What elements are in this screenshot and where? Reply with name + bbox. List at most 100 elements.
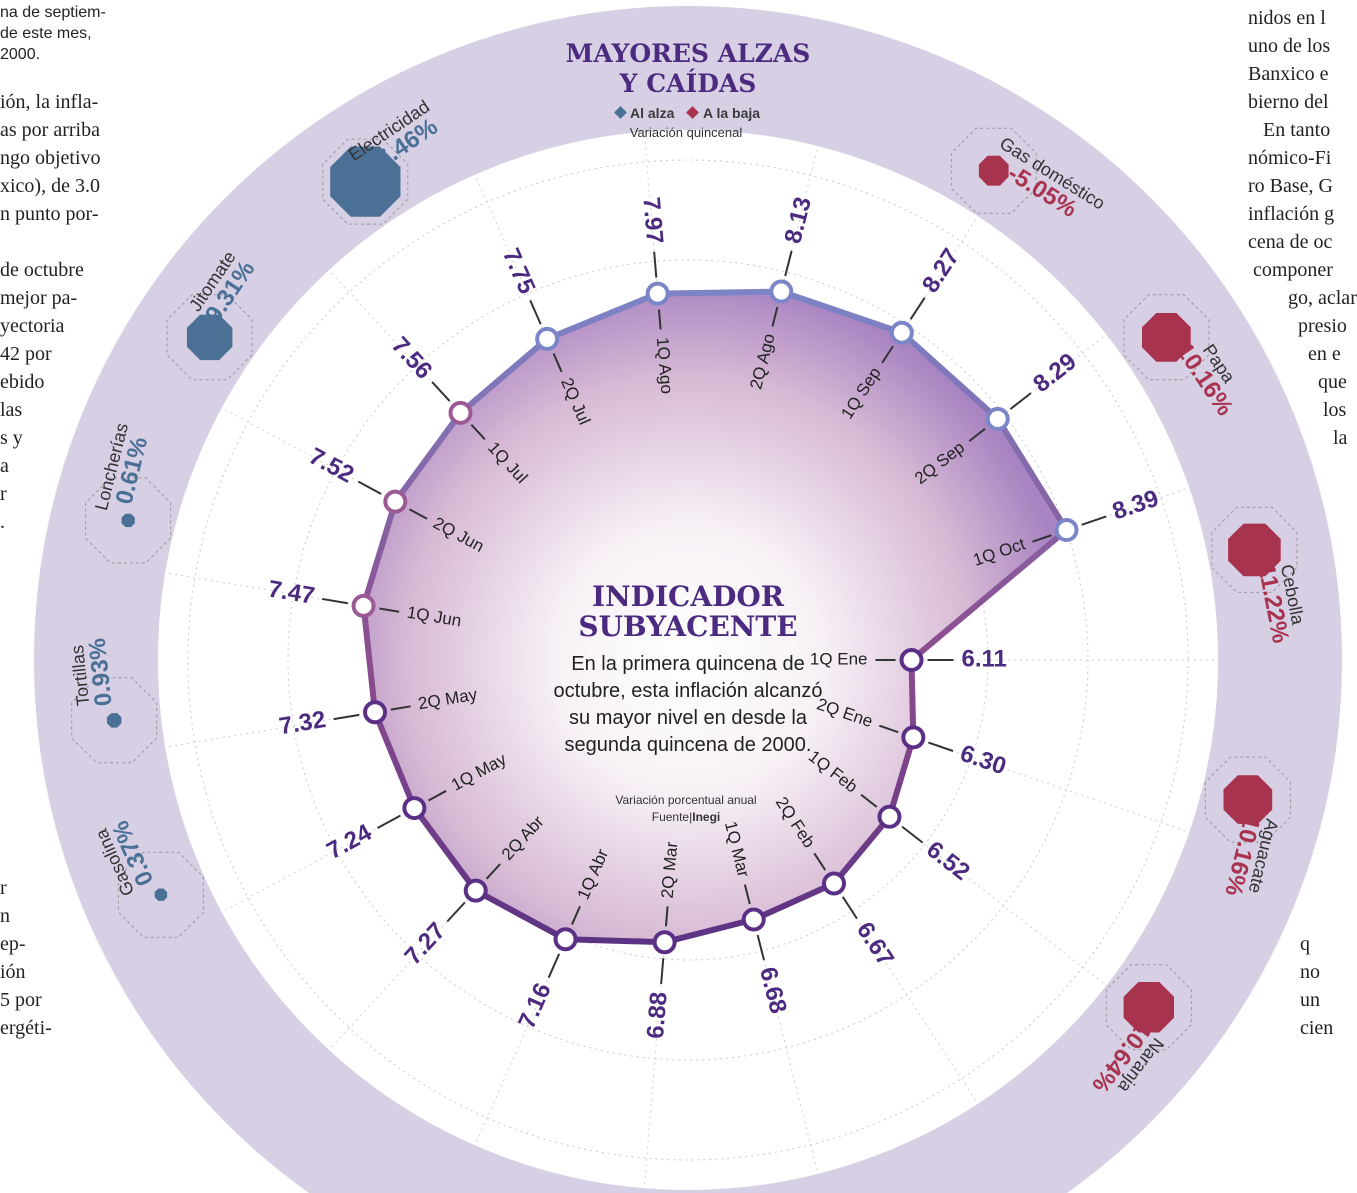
value-label: 7.75 [497, 244, 540, 298]
value-tick [431, 381, 451, 402]
source-name: Inegi [692, 810, 720, 824]
header-title-line1: MAYORES ALZAS [566, 39, 811, 68]
header-subtitle: Variación quincenal [630, 125, 743, 140]
data-point [769, 279, 794, 304]
data-point [901, 725, 926, 750]
value-label: 6.88 [642, 991, 673, 1040]
outer-ring [34, 6, 1342, 1193]
category-tick [552, 353, 563, 373]
octagon-outline [71, 677, 158, 764]
data-point [363, 700, 388, 725]
change-magnitude-octagon [154, 888, 168, 901]
data-point [463, 878, 488, 903]
data-point [383, 489, 408, 514]
data-point [985, 406, 1010, 431]
center-source: Fuente|Inegi [652, 810, 721, 824]
value-label: 8.27 [917, 244, 965, 298]
data-point [877, 804, 902, 829]
value-tick [784, 250, 793, 277]
change-magnitude-octagon [1228, 523, 1281, 577]
octagon-outline [117, 851, 204, 938]
value-label: 6.52 [921, 836, 974, 886]
value-tick [901, 825, 924, 844]
value-label: 8.13 [779, 194, 817, 246]
value-label: 6.67 [851, 917, 899, 971]
value-label: 8.39 [1109, 485, 1162, 526]
change-magnitude-octagon [106, 713, 122, 728]
value-tick [547, 953, 561, 979]
value-tick [376, 814, 401, 829]
header-title-line2: Y CAÍDAS [619, 69, 757, 98]
value-tick [841, 896, 858, 920]
value-tick [357, 480, 382, 495]
category-tick [878, 724, 899, 734]
legend-down-label: A la baja [703, 105, 760, 121]
data-point [899, 648, 924, 672]
category-tick [743, 884, 751, 905]
center-desc-line4: segunda quincena de 2000. [565, 734, 812, 756]
value-label: 7.32 [277, 706, 328, 740]
center-desc-line2: octubre, esta inflación alcanzó [553, 680, 822, 702]
change-magnitude-octagon [1142, 313, 1191, 362]
octagon-outline [1123, 294, 1210, 381]
value-tick [909, 297, 926, 320]
category-tick [813, 852, 827, 871]
category-label: 1Q Ene [810, 649, 868, 668]
category-label: 2Q Mar [658, 841, 682, 899]
octagon-outline [322, 138, 409, 225]
octagon-outline [85, 477, 172, 564]
octagon-outline [950, 127, 1037, 214]
value-label: 7.16 [513, 979, 556, 1033]
change-magnitude-octagon [1123, 982, 1174, 1033]
data-point [652, 930, 677, 955]
value-tick [333, 713, 360, 721]
value-tick [653, 251, 658, 278]
center-desc-line1: En la primera quincena de [571, 653, 804, 675]
category-tick [470, 423, 486, 441]
change-item: Cebolla-11.22% [1211, 506, 1308, 645]
legend-up-label: Al alza [630, 105, 675, 121]
value-tick [446, 901, 466, 923]
value-label: 7.97 [637, 196, 668, 245]
category-label: 1Q Ago [653, 337, 677, 395]
category-tick [390, 705, 411, 711]
value-label: 7.27 [399, 917, 451, 970]
radar-area [360, 288, 1070, 946]
value-label: 7.24 [322, 819, 377, 865]
change-magnitude-octagon [978, 155, 1009, 186]
center-title-line2: SUBYACENTE [578, 610, 797, 643]
category-tick [485, 863, 501, 880]
data-point [402, 796, 427, 821]
category-tick [657, 309, 662, 330]
article-text-left-top: na de septiem- de este mes, 2000. [0, 4, 106, 63]
value-label: 7.47 [266, 575, 317, 609]
value-tick [660, 958, 665, 985]
radar-markers [351, 279, 1079, 955]
value-label: 8.29 [1028, 348, 1081, 398]
value-tick [928, 741, 954, 752]
value-label: 6.11 [962, 645, 1007, 672]
data-point [645, 281, 670, 306]
article-text-left: ión, la infla- as por arriba ngo objetiv… [0, 91, 101, 533]
center-title-line1: INDICADOR [592, 580, 785, 613]
value-label: 6.68 [754, 964, 792, 1016]
value-tick [756, 934, 765, 961]
change-magnitude-octagon [121, 513, 135, 528]
octagon-outline [1204, 756, 1291, 843]
category-tick [968, 427, 986, 442]
value-tick [321, 597, 348, 605]
octagon-outline [1105, 964, 1192, 1051]
octagon-outline [166, 294, 253, 381]
data-point [351, 593, 376, 618]
center-note: Variación porcentual anual [615, 793, 756, 807]
octagon-outline [1211, 506, 1298, 593]
category-tick [408, 508, 428, 520]
article-text-left-bottom: r n ep- ión 5 por ergéti- [0, 877, 52, 1039]
source-prefix: Fuente [652, 810, 690, 824]
category-tick [571, 905, 581, 925]
category-tick [379, 607, 400, 613]
radar-spokes [321, 250, 1107, 985]
change-magnitude-octagon [330, 146, 401, 217]
article-text-right-bottom: q no un cien [1300, 933, 1334, 1039]
